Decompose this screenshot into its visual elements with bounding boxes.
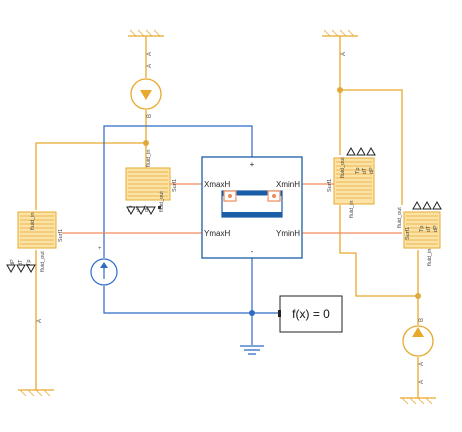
peltier-device-block[interactable]: + - XmaxH XminH YmaxH YminH	[201, 156, 303, 259]
triangle-marker-icon	[346, 146, 376, 156]
reference-top-left: A	[128, 29, 164, 56]
reference-port-label: A	[341, 52, 347, 56]
surface-block-top-left[interactable]: fluid_in Surf1 Tp dT dP fluid_out	[125, 150, 178, 216]
surface-block-top-right[interactable]: fluid_out Surf1 Tp dT dP fluid_in	[327, 146, 376, 218]
surface-block-left[interactable]: fluid_in Surf1 dP dT Tp fluid_out	[6, 211, 64, 274]
port-xmin-label: XminH	[276, 180, 300, 189]
param-label: Tp	[419, 226, 425, 232]
surf-label: Surf1	[58, 229, 64, 242]
param-label: dP	[433, 225, 439, 232]
triangle-marker-icon	[6, 264, 36, 274]
thermoelectric-module-icon	[221, 190, 283, 218]
reference-port-label: A	[419, 380, 425, 384]
reference-left-bottom: A	[18, 319, 54, 397]
port-xmax-label: XmaxH	[204, 180, 230, 189]
fluid-out-label: fluid_out	[340, 157, 346, 178]
solver-label: f(x) = 0	[292, 307, 330, 321]
junction-dot	[415, 293, 421, 299]
junction-dot	[337, 87, 343, 93]
fluid-in-label: fluid_in	[349, 201, 355, 218]
positive-terminal-label: +	[250, 160, 255, 169]
pump-port-a-label: A	[419, 362, 425, 366]
param-label: dP	[144, 205, 150, 212]
port-ymax-label: YmaxH	[204, 229, 230, 238]
param-label: Tp	[355, 168, 361, 174]
fluid-out-label: fluid_out	[397, 207, 403, 228]
heat-flow-wires	[62, 183, 402, 234]
pump-top[interactable]: A B	[130, 64, 162, 118]
param-label: dP	[369, 167, 375, 174]
reference-port-label: A	[147, 52, 153, 56]
electrical-ground-icon	[240, 345, 264, 355]
port-ymin-label: YminH	[276, 229, 300, 238]
fluid-in-label: fluid_in	[30, 213, 36, 230]
param-label: dT	[18, 259, 24, 266]
thermal-wires	[35, 36, 419, 398]
reference-top-right: A	[322, 29, 358, 56]
source-plus-label: +	[98, 246, 102, 252]
param-label: dT	[426, 225, 432, 232]
param-label: Tp	[26, 260, 32, 266]
electrical-wires	[103, 125, 280, 345]
arrow-up-icon	[100, 262, 108, 268]
triangle-marker-icon	[412, 200, 442, 210]
current-source[interactable]: +	[90, 246, 118, 286]
fluid-out-label: fluid_out	[159, 191, 165, 212]
param-label: dP	[10, 259, 16, 266]
reference-port-label: A	[37, 319, 43, 323]
pump-bottom[interactable]: B A	[402, 318, 434, 366]
junction-dot	[143, 140, 149, 146]
junction-dot	[249, 310, 255, 316]
pump-port-a-label: A	[147, 64, 153, 68]
negative-terminal-label: -	[251, 247, 254, 256]
surface-block-right[interactable]: fluid_out Surf1 Tp dT dP fluid_in	[397, 200, 442, 266]
surf-label: Surf1	[172, 179, 178, 192]
surf-label: Surf1	[405, 227, 411, 240]
surf-label: Surf1	[327, 179, 333, 192]
triangle-marker-icon	[126, 206, 156, 216]
port-marker	[158, 206, 161, 209]
param-label: dT	[362, 167, 368, 174]
fluid-out-label: fluid_out	[40, 251, 46, 272]
fluid-in-label: fluid_in	[146, 150, 152, 167]
solver-configuration-block[interactable]: f(x) = 0	[278, 295, 343, 333]
reference-right-bottom: A	[400, 380, 436, 405]
pump-port-b-label: B	[147, 114, 153, 118]
fluid-in-label: fluid_in	[427, 249, 433, 266]
pump-port-b-label: B	[419, 318, 425, 322]
